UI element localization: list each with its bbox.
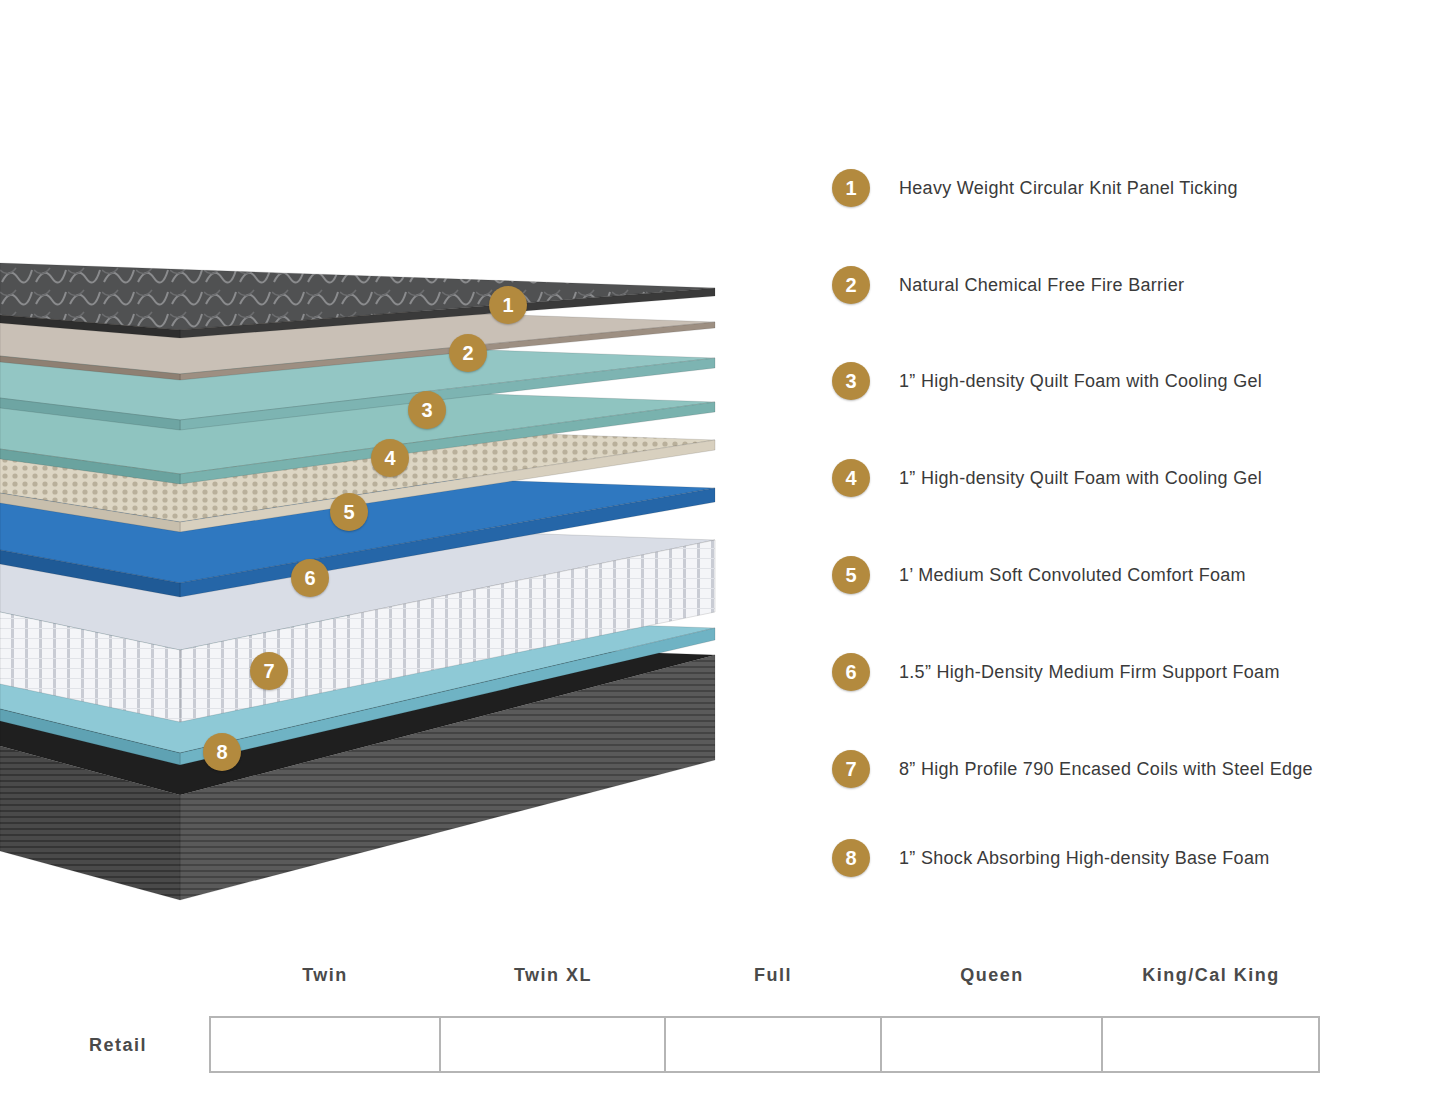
callout-number: 4 [832,459,870,497]
callout-circle: 2 [449,334,487,372]
callout-number: 6 [832,653,870,691]
callout-number: 4 [371,439,409,477]
ticking-layer [180,288,715,338]
layer-description: 1” High-density Quilt Foam with Cooling … [899,371,1262,392]
layer-description: 1’ Medium Soft Convoluted Comfort Foam [899,565,1246,586]
callout-circle: 7 [250,652,288,690]
callout-circle: 3 [408,391,446,429]
callout-number: 2 [832,266,870,304]
callout-number: 1 [489,286,527,324]
callout-circle: 1 [489,286,527,324]
ticking-layer [0,315,180,338]
callout-circle: 8 [203,733,241,771]
table-divider [880,1017,882,1072]
row-label: Retail [89,1034,147,1056]
table-divider [439,1017,441,1072]
price-table [210,1017,1319,1072]
layer-description: 1.5” High-Density Medium Firm Support Fo… [899,662,1280,683]
layer-description: 1” High-density Quilt Foam with Cooling … [899,468,1262,489]
callout-number: 5 [330,493,368,531]
layer-description: 8” High Profile 790 Encased Coils with S… [899,759,1313,780]
callout-number: 8 [832,839,870,877]
layer-list-item: 41” High-density Quilt Foam with Cooling… [832,459,870,497]
support-foam-layer [0,550,180,597]
quilt-foam-layer [0,398,180,430]
layer-list-item: 1Heavy Weight Circular Knit Panel Tickin… [832,169,870,207]
layer-list-item: 31” High-density Quilt Foam with Cooling… [832,362,870,400]
size-header: Full [754,964,792,986]
size-header: Queen [960,964,1024,986]
base-foundation [0,746,180,900]
callout-number: 3 [408,391,446,429]
convoluted-foam-layer [0,493,180,532]
base-foam-layer [0,709,180,765]
callout-circle: 6 [291,559,329,597]
quilt-foam-layer [0,449,180,484]
callout-number: 7 [832,750,870,788]
callout-number: 1 [832,169,870,207]
callout-number: 5 [832,556,870,594]
layer-list-item: 61.5” High-Density Medium Firm Support F… [832,653,870,691]
callout-circle: 4 [371,439,409,477]
callout-number: 8 [203,733,241,771]
layer-description: 1” Shock Absorbing High-density Base Foa… [899,848,1269,869]
size-header: King/Cal King [1142,964,1280,986]
size-header: Twin [302,964,348,986]
callout-number: 3 [832,362,870,400]
table-divider [664,1017,666,1072]
table-divider [1101,1017,1103,1072]
layer-description: Heavy Weight Circular Knit Panel Ticking [899,178,1238,199]
fire-barrier-layer [0,356,180,380]
layer-list-item: 81” Shock Absorbing High-density Base Fo… [832,839,870,877]
layer-list-item: 51’ Medium Soft Convoluted Comfort Foam [832,556,870,594]
layer-list-item: 2Natural Chemical Free Fire Barrier [832,266,870,304]
layer-list-item: 78” High Profile 790 Encased Coils with … [832,750,870,788]
callout-number: 2 [449,334,487,372]
callout-number: 7 [250,652,288,690]
coil-layer [0,612,180,722]
callout-number: 6 [291,559,329,597]
callout-circle: 5 [330,493,368,531]
layer-description: Natural Chemical Free Fire Barrier [899,275,1184,296]
size-header: Twin XL [514,964,592,986]
